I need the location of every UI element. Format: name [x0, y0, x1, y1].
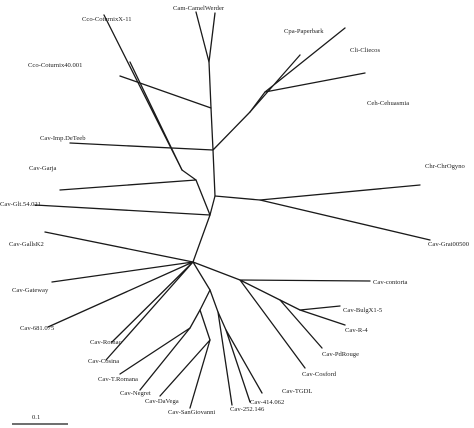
branch	[181, 169, 197, 181]
branch	[105, 261, 194, 361]
branch	[129, 61, 183, 171]
taxon-label: Cav-Cosford	[302, 371, 337, 378]
branch	[212, 149, 216, 197]
branch	[225, 329, 263, 394]
branch	[44, 231, 194, 263]
taxon-label: Cav-Glt.54.021	[0, 201, 41, 208]
branch	[299, 309, 346, 326]
scale-bar: 0.1	[12, 414, 68, 425]
branch	[51, 261, 194, 283]
taxon-label: Cco-CoturnixX-11	[82, 16, 132, 23]
branch	[119, 75, 212, 109]
taxon-label: Cav-Romac	[90, 339, 122, 346]
branch	[264, 27, 346, 93]
branch	[264, 72, 366, 93]
branch	[195, 179, 211, 216]
branch	[159, 339, 211, 397]
taxon-label: Cav-GallsK2	[9, 241, 44, 248]
branch	[111, 261, 194, 343]
taxon-label: Cpa-Paperbark	[284, 28, 324, 35]
taxon-label: Cav-PdRouge	[322, 351, 359, 358]
branch	[192, 214, 211, 263]
branch	[279, 299, 323, 349]
branch	[199, 309, 211, 341]
branch	[195, 11, 210, 63]
branch	[217, 311, 233, 406]
branch	[209, 195, 216, 216]
branch	[34, 204, 211, 216]
branch	[217, 311, 227, 331]
taxon-label: Cav-Gateway	[12, 287, 49, 294]
branch	[259, 184, 421, 201]
branch	[47, 261, 194, 328]
taxon-label: Cav-414.062	[250, 399, 284, 406]
taxon-label: Cav-Garja	[29, 165, 57, 172]
scale-bar-label: 0.1	[32, 414, 40, 421]
branch	[214, 195, 261, 201]
taxon-label: Cav-Cosina	[88, 358, 119, 365]
taxon-label: Cav-681.075	[20, 325, 55, 332]
branch	[69, 142, 214, 151]
taxon-label: Chr-ChrOgyno	[425, 163, 465, 170]
taxon-label: Cav-T.Romana	[98, 376, 138, 383]
taxon-label: Cav-DaVega	[145, 398, 179, 405]
taxon-label: Cav-SanGiovanni	[168, 409, 215, 416]
taxon-label: Cav-contorta	[373, 279, 407, 286]
branch	[299, 305, 341, 311]
branch	[212, 111, 251, 151]
branch	[119, 327, 191, 375]
taxon-label: Cav-TGDL	[282, 388, 312, 395]
taxon-label: Cav-Imp.DeTeeb	[40, 135, 86, 142]
branch	[189, 339, 211, 409]
branch	[189, 309, 201, 329]
branch	[225, 329, 251, 403]
branch	[239, 279, 306, 369]
branch	[59, 179, 197, 191]
taxon-label: Cav-Negret	[120, 390, 151, 397]
branch	[192, 261, 211, 291]
branch	[208, 12, 216, 63]
tree-branches	[34, 11, 431, 409]
branch	[139, 327, 191, 391]
taxon-label: Cam-CamelWerder	[173, 5, 225, 12]
branch	[239, 279, 281, 301]
branch	[209, 289, 219, 313]
taxon-label: Cav-R-4	[345, 327, 368, 334]
taxon-label: Cav-Grai00500	[428, 241, 470, 248]
branch	[208, 61, 212, 109]
taxon-label: Cav-252.146	[230, 406, 265, 413]
branch	[259, 199, 431, 241]
tree-labels: Cam-CamelWerder Cco-CoturnixX-11 Cpa-Pap…	[0, 5, 470, 416]
branch	[192, 261, 241, 281]
branch	[210, 107, 214, 151]
taxon-label: Ceh-Cehuasmia	[367, 100, 409, 107]
branch	[239, 279, 371, 282]
taxon-label: Cav-BulgX1-5	[343, 307, 383, 314]
taxon-label: Cco-Coturnix40.001	[28, 62, 82, 69]
branch	[279, 299, 301, 311]
taxon-label: Cli-Cliecos	[350, 47, 380, 54]
branch	[199, 289, 211, 311]
